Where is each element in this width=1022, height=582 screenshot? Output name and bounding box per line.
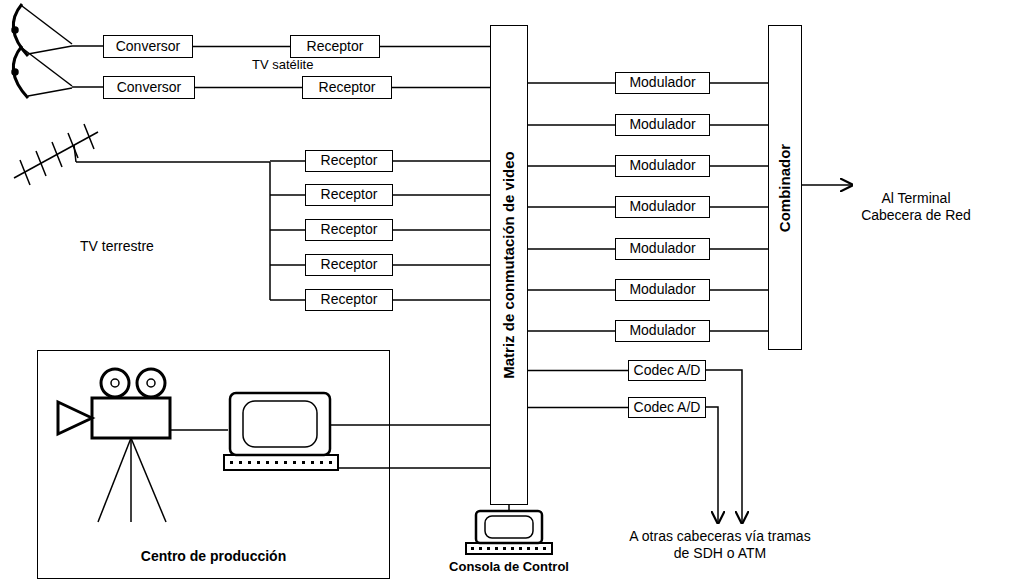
box-label: Receptor bbox=[321, 153, 378, 168]
converter-box: Conversor bbox=[103, 35, 193, 58]
box-label: Matriz de conmutación de video bbox=[501, 151, 518, 379]
box-label: Modulador bbox=[629, 158, 695, 173]
connector bbox=[528, 124, 615, 126]
box-label: Receptor bbox=[307, 39, 364, 54]
box-label: Conversor bbox=[117, 80, 182, 95]
modulator-box: Modulador bbox=[615, 155, 710, 177]
modulator-box: Modulador bbox=[615, 279, 710, 301]
wire bbox=[270, 160, 305, 162]
connector bbox=[528, 165, 615, 167]
source-label: TV satélite bbox=[252, 57, 352, 73]
connector bbox=[528, 289, 615, 291]
connector bbox=[528, 248, 615, 250]
wire bbox=[72, 86, 103, 88]
output-label: Al Terminal Cabecera de Red bbox=[856, 190, 976, 224]
wire bbox=[270, 264, 305, 266]
box-label: Modulador bbox=[629, 117, 695, 132]
box-label: Codec A/D bbox=[634, 363, 701, 378]
box-label: Centro de producción bbox=[141, 549, 286, 564]
output-arrow bbox=[706, 370, 742, 523]
wire bbox=[269, 162, 271, 300]
connector bbox=[393, 229, 490, 231]
connector bbox=[528, 330, 615, 332]
receiver-box: Receptor bbox=[290, 35, 380, 58]
receiver-box: Receptor bbox=[305, 254, 393, 276]
receiver-box: Receptor bbox=[302, 76, 392, 99]
modulator-box: Modulador bbox=[615, 196, 710, 218]
connector bbox=[393, 194, 490, 196]
box-label: Modulador bbox=[629, 241, 695, 256]
codec-box: Codec A/D bbox=[628, 397, 706, 418]
wire bbox=[270, 194, 305, 196]
control-console bbox=[466, 511, 552, 554]
production-center: Centro de producción bbox=[37, 350, 390, 579]
connector bbox=[710, 165, 768, 167]
codec-box: Codec A/D bbox=[628, 360, 706, 381]
box-label: Receptor bbox=[321, 187, 378, 202]
box-label: Receptor bbox=[319, 80, 376, 95]
modulator-box: Modulador bbox=[615, 72, 710, 94]
console-label: Consola de Control bbox=[434, 559, 584, 575]
connector bbox=[393, 299, 490, 301]
box-label: Codec A/D bbox=[634, 400, 701, 415]
receiver-box: Receptor bbox=[305, 219, 393, 241]
receiver-box: Receptor bbox=[305, 289, 393, 311]
output-arrow bbox=[706, 407, 718, 523]
connector bbox=[195, 87, 302, 89]
box-label: Receptor bbox=[321, 292, 378, 307]
connector bbox=[710, 248, 768, 250]
combiner-box: Combinador bbox=[768, 25, 802, 350]
connector bbox=[528, 370, 628, 372]
connector bbox=[392, 87, 490, 89]
connector bbox=[393, 160, 490, 162]
source-label: TV terrestre bbox=[80, 238, 200, 255]
receiver-box: Receptor bbox=[305, 150, 393, 172]
box-label: Combinador bbox=[777, 143, 794, 231]
switching-matrix: Matriz de conmutación de video bbox=[490, 25, 528, 505]
box-label: Modulador bbox=[629, 282, 695, 297]
connector bbox=[710, 289, 768, 291]
connector bbox=[528, 206, 615, 208]
box-label: Modulador bbox=[629, 75, 695, 90]
modulator-box: Modulador bbox=[615, 114, 710, 136]
wire bbox=[330, 424, 390, 426]
connector bbox=[710, 330, 768, 332]
connector bbox=[193, 46, 290, 48]
camera bbox=[58, 369, 170, 522]
connector bbox=[710, 82, 768, 84]
satellite-dish bbox=[12, 46, 72, 98]
box-label: Receptor bbox=[321, 222, 378, 237]
box-label: Receptor bbox=[321, 257, 378, 272]
connector bbox=[393, 264, 490, 266]
box-label: Modulador bbox=[629, 199, 695, 214]
connector bbox=[528, 407, 628, 409]
box-label: Conversor bbox=[116, 39, 181, 54]
converter-box: Conversor bbox=[103, 76, 195, 99]
output-label: A otras cabeceras vía tramas de SDH o AT… bbox=[625, 528, 815, 562]
connector bbox=[380, 46, 490, 48]
wire bbox=[270, 229, 305, 231]
connector bbox=[390, 467, 490, 469]
connector bbox=[390, 424, 490, 426]
connector bbox=[528, 82, 615, 84]
receiver-box: Receptor bbox=[305, 184, 393, 206]
wire bbox=[270, 299, 305, 301]
output-arrow bbox=[802, 184, 852, 186]
modulator-box: Modulador bbox=[615, 320, 710, 342]
connector bbox=[710, 124, 768, 126]
wire bbox=[72, 45, 103, 47]
yagi-antenna bbox=[14, 124, 98, 185]
monitor bbox=[224, 393, 338, 470]
box-label: Modulador bbox=[629, 323, 695, 338]
wire bbox=[170, 429, 228, 431]
wire bbox=[338, 467, 390, 469]
connector bbox=[710, 206, 768, 208]
modulator-box: Modulador bbox=[615, 238, 710, 260]
wire bbox=[76, 161, 270, 163]
